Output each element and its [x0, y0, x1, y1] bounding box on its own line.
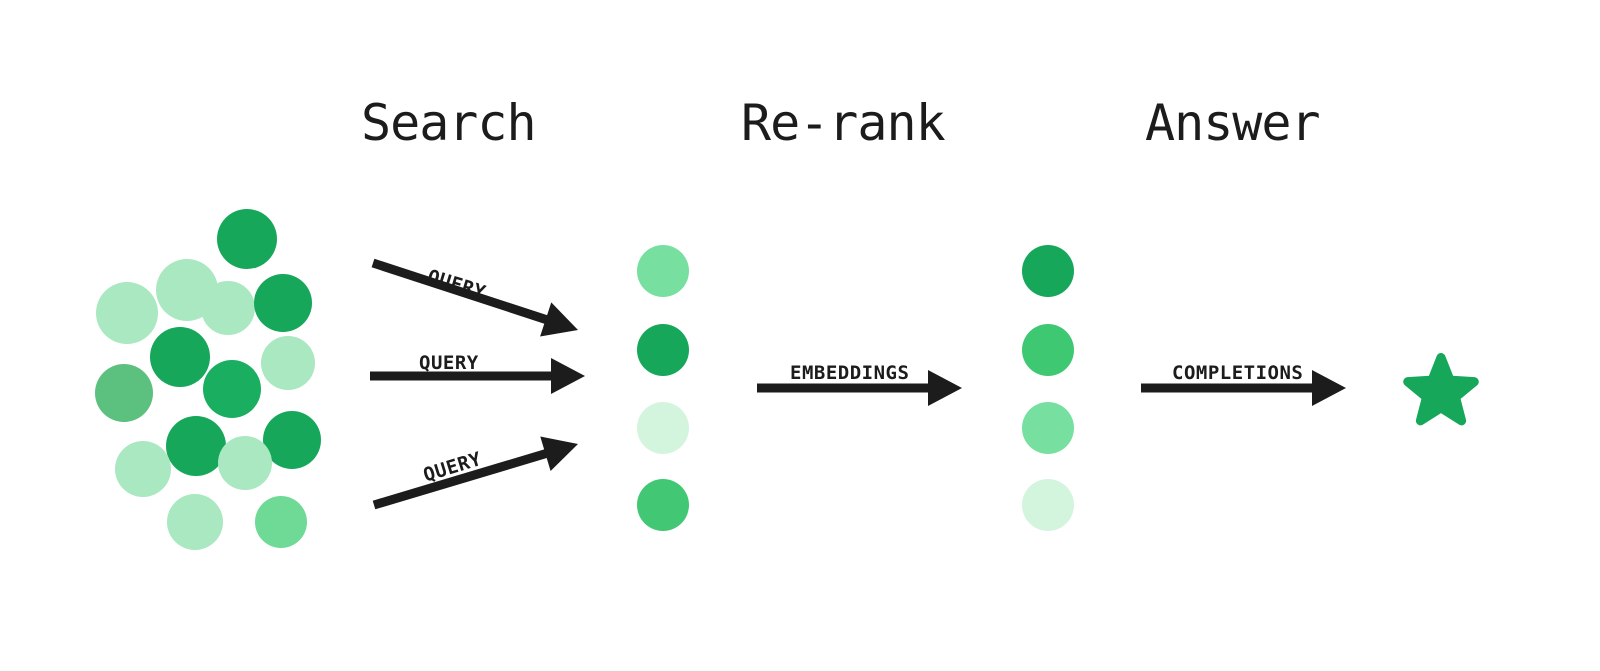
- corpus-dot: [95, 364, 153, 422]
- corpus-dot: [254, 274, 312, 332]
- arrow-label-query-top: QUERY: [424, 265, 489, 304]
- retrieved-dot: [637, 324, 689, 376]
- corpus-dot: [167, 494, 223, 550]
- arrow-head-query-middle: [551, 358, 585, 394]
- arrow-label-query-bottom: QUERY: [420, 448, 485, 487]
- arrow-head-query-bottom: [540, 436, 578, 471]
- arrow-label-completions: COMPLETIONS: [1172, 362, 1304, 384]
- corpus-dot: [96, 282, 158, 344]
- reranked-dot: [1022, 402, 1074, 454]
- corpus-dot: [115, 441, 171, 497]
- corpus-dot: [217, 209, 277, 269]
- stage-heading-answer: Answer: [1145, 94, 1321, 152]
- retrieved-dot: [637, 479, 689, 531]
- retrieved-dot: [637, 245, 689, 297]
- arrow-head-embeddings: [928, 370, 962, 406]
- corpus-dot: [201, 281, 255, 335]
- reranked-dot: [1022, 324, 1074, 376]
- arrow-head-query-top: [540, 302, 578, 337]
- corpus-dot: [166, 416, 226, 476]
- arrow-label-embeddings: EMBEDDINGS: [790, 362, 910, 384]
- arrow-head-completions: [1312, 370, 1346, 406]
- corpus-dot: [255, 496, 307, 548]
- arrow-label-query-middle: QUERY: [419, 352, 479, 374]
- corpus-dot: [150, 327, 210, 387]
- reranked-dot: [1022, 479, 1074, 531]
- corpus-dot: [218, 436, 272, 490]
- stage-heading-rerank: Re-rank: [741, 94, 946, 152]
- reranked-dot: [1022, 245, 1074, 297]
- answer-star-icon: [1403, 353, 1479, 426]
- corpus-dot: [203, 360, 261, 418]
- corpus-dot: [261, 336, 315, 390]
- corpus-dot: [263, 411, 321, 469]
- stage-heading-search: Search: [361, 94, 537, 152]
- retrieved-dot: [637, 402, 689, 454]
